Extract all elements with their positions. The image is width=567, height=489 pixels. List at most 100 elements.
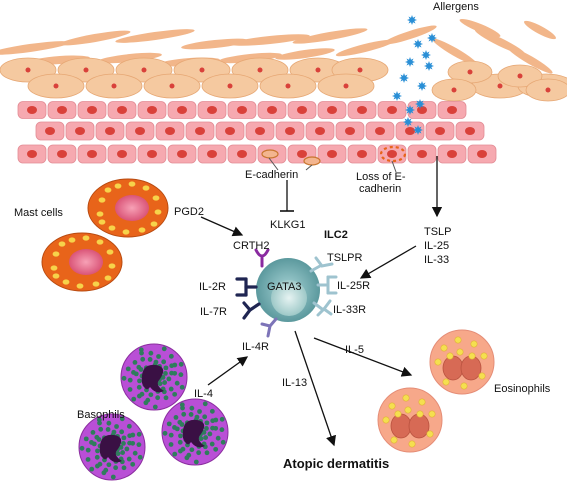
basophil-granule	[153, 359, 159, 365]
il4r-label: IL-4R	[242, 341, 269, 353]
allergen-particle	[407, 15, 417, 25]
squamous-cell	[523, 20, 557, 40]
cell-nucleus	[195, 127, 205, 135]
squamous-cell	[432, 38, 478, 66]
eosinophil-granule	[418, 398, 426, 406]
squamous-cell	[115, 29, 195, 43]
mast-cell-granule	[76, 283, 84, 289]
basophil-granule	[105, 427, 111, 432]
crth2-receptor	[254, 248, 270, 268]
basophil-granule	[161, 359, 167, 365]
cell-nucleus	[147, 150, 157, 158]
basophil-granule	[83, 436, 89, 442]
basophil-granule	[113, 465, 119, 471]
allergen-particle	[405, 105, 415, 115]
cell-nucleus	[267, 106, 277, 114]
eosinophil-granule	[480, 352, 488, 360]
eosinophil-granule	[460, 382, 468, 390]
mast-cell-granule	[104, 275, 112, 281]
basophil-granule	[168, 353, 174, 359]
basophil-granule	[202, 444, 208, 450]
basophil-granule	[162, 380, 168, 385]
basophil-granule	[162, 430, 168, 436]
allergen-particle	[427, 33, 437, 43]
basophil-granule	[219, 427, 225, 433]
cell-nucleus	[25, 67, 31, 73]
basophil-granule	[202, 414, 208, 420]
basophil-granule	[101, 470, 107, 476]
eosinophil-nucleus-lobe	[442, 355, 464, 381]
basophil-upper	[120, 343, 188, 411]
basophil-granule	[181, 411, 187, 417]
basophil-granule	[163, 365, 169, 371]
cell-nucleus	[141, 67, 147, 73]
cell-nucleus	[199, 67, 205, 73]
allergen-particle	[424, 61, 434, 71]
basophil-granule	[140, 356, 146, 362]
eosinophil-granule	[440, 344, 448, 352]
basophil-granule	[131, 370, 136, 375]
basophil-granule	[163, 395, 169, 401]
basophil-granule	[204, 425, 209, 431]
basophil-granule	[94, 434, 100, 440]
cell-nucleus	[75, 127, 85, 135]
basophil-granule	[121, 465, 127, 471]
cell-nucleus	[27, 106, 37, 114]
basophil-granule	[90, 429, 96, 435]
il2r-label: IL-2R	[199, 281, 226, 293]
basophil-granule	[137, 378, 142, 384]
cell-nucleus	[177, 150, 187, 158]
eosinophil-granule	[394, 410, 402, 418]
eosinophil-granule	[478, 372, 486, 380]
cell-nucleus	[105, 127, 115, 135]
cell-nucleus	[169, 83, 175, 89]
basophil-nucleus	[182, 419, 205, 448]
basophil-granule	[120, 450, 126, 455]
cell-nucleus	[237, 106, 247, 114]
allergen-particle	[405, 57, 415, 67]
cell-nucleus	[387, 106, 397, 114]
basophil-granule	[179, 384, 185, 390]
basophil-granule	[155, 395, 161, 401]
eosinophil-granule	[404, 406, 412, 414]
basophil-granule	[174, 380, 180, 386]
basophil-granule	[148, 350, 154, 356]
basophil-granule	[114, 424, 119, 429]
basophil-granule	[166, 376, 172, 382]
il2r-receptor	[235, 277, 258, 297]
basophil-granule	[215, 435, 221, 441]
eosinophil-nucleus-lobe	[408, 413, 430, 439]
basophil-granule	[220, 439, 226, 445]
eosinophil-granule	[434, 358, 442, 366]
basophil-granule	[132, 359, 138, 365]
atopic-dermatitis-label: Atopic dermatitis	[283, 456, 390, 471]
cell-nucleus	[225, 127, 235, 135]
squamous-cell	[59, 30, 131, 46]
basophil-granule	[177, 448, 183, 454]
basophil-granule	[202, 401, 208, 407]
cell-nucleus	[517, 73, 523, 79]
cell-nucleus	[45, 127, 55, 135]
eosinophil-nucleus-lobe	[460, 355, 482, 381]
mast-cell-granule	[50, 265, 58, 271]
cell-nucleus	[227, 83, 233, 89]
cell-nucleus	[465, 127, 475, 135]
basophil-granule	[163, 370, 168, 376]
cell-nucleus	[447, 106, 457, 114]
squamous-cell	[230, 34, 310, 46]
basophil-granule	[173, 414, 179, 420]
ilc2-cell	[256, 258, 320, 322]
mast-cell-granule	[68, 237, 76, 243]
basophil-granule	[111, 429, 117, 435]
basophil-granule	[137, 454, 143, 460]
basophil-granule	[127, 387, 133, 392]
squamous-cell	[292, 28, 368, 44]
squamous-cell	[98, 52, 162, 64]
cell-nucleus	[405, 127, 415, 135]
mast-cell-granule	[106, 249, 114, 255]
basophil-granule	[115, 451, 121, 457]
basophil-granule	[172, 391, 178, 397]
mast-cell-granule	[150, 221, 158, 227]
basophil-granule	[136, 431, 142, 437]
